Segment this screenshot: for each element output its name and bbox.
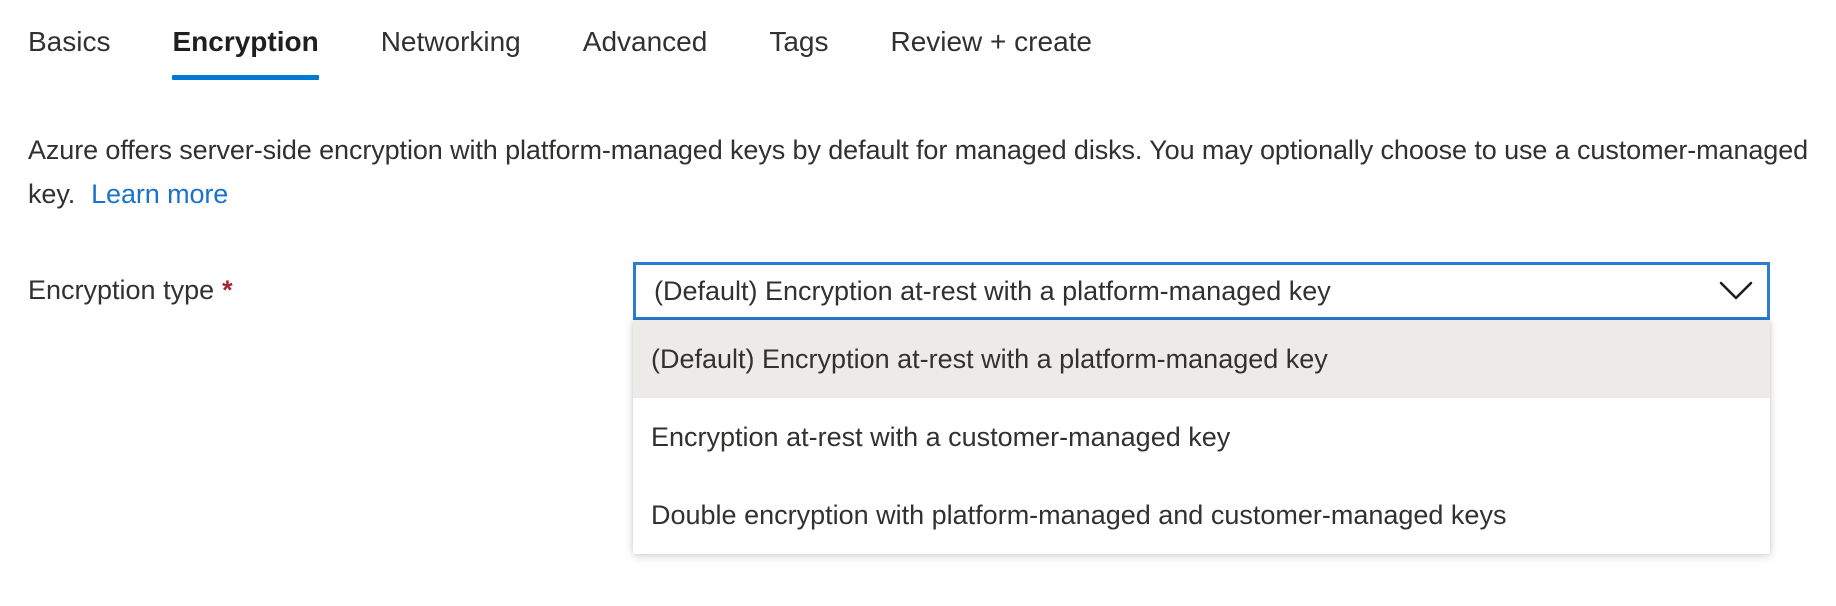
tab-tags[interactable]: Tags bbox=[769, 22, 828, 84]
encryption-type-label-text: Encryption type bbox=[28, 275, 215, 305]
tab-encryption-label: Encryption bbox=[172, 26, 319, 57]
encryption-type-label: Encryption type* bbox=[28, 270, 233, 310]
dropdown-option-double-encryption[interactable]: Double encryption with platform-managed … bbox=[633, 476, 1770, 554]
dropdown-option-label: (Default) Encryption at-rest with a plat… bbox=[651, 344, 1328, 374]
tab-review-create-label: Review + create bbox=[890, 26, 1093, 57]
tab-basics[interactable]: Basics bbox=[28, 22, 110, 84]
tab-basics-label: Basics bbox=[28, 26, 111, 57]
dropdown-option-label: Double encryption with platform-managed … bbox=[651, 500, 1507, 530]
wizard-tab-strip: Basics Encryption Networking Advanced Ta… bbox=[0, 22, 1836, 100]
tab-networking-label: Networking bbox=[380, 26, 521, 57]
dropdown-option-platform-managed-key[interactable]: (Default) Encryption at-rest with a plat… bbox=[633, 320, 1770, 398]
dropdown-option-label: Encryption at-rest with a customer-manag… bbox=[651, 422, 1231, 452]
tab-tags-label: Tags bbox=[769, 26, 829, 57]
tab-advanced[interactable]: Advanced bbox=[583, 22, 708, 84]
learn-more-link[interactable]: Learn more bbox=[91, 179, 229, 209]
required-asterisk: * bbox=[222, 275, 233, 305]
tab-advanced-label: Advanced bbox=[582, 26, 708, 57]
dropdown-option-customer-managed-key[interactable]: Encryption at-rest with a customer-manag… bbox=[633, 398, 1770, 476]
encryption-type-combobox[interactable]: (Default) Encryption at-rest with a plat… bbox=[633, 262, 1770, 320]
tab-encryption[interactable]: Encryption bbox=[172, 22, 319, 84]
encryption-description: Azure offers server-side encryption with… bbox=[28, 128, 1818, 216]
encryption-type-form-row: Encryption type* (Default) Encryption at… bbox=[0, 262, 1836, 320]
tab-review-create[interactable]: Review + create bbox=[890, 22, 1092, 84]
encryption-type-selected-value: (Default) Encryption at-rest with a plat… bbox=[654, 276, 1331, 306]
encryption-description-text: Azure offers server-side encryption with… bbox=[28, 135, 1809, 209]
tab-networking[interactable]: Networking bbox=[381, 22, 521, 84]
chevron-down-icon[interactable] bbox=[1705, 265, 1767, 317]
encryption-type-dropdown-list: (Default) Encryption at-rest with a plat… bbox=[633, 320, 1770, 554]
